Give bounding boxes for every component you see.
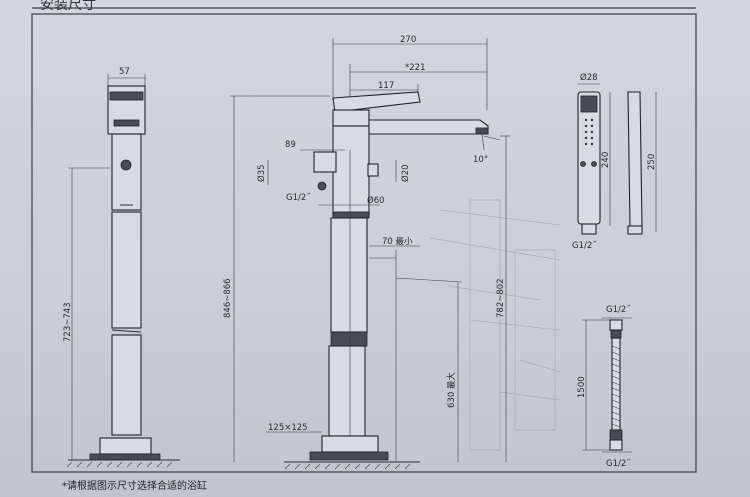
dim-723-743: 723~743 (63, 302, 73, 342)
section-title: 安装尺寸 (40, 0, 96, 13)
side-view-faucet: 57 723~743 (63, 67, 180, 468)
dim-240: 240 (601, 152, 611, 168)
dim-d35: Ø35 (256, 164, 267, 182)
dim-g12-hose-bot: G1/2˝ (606, 458, 631, 469)
dim-117: 117 (378, 81, 394, 91)
dim-630-max: 630 最大 (446, 372, 457, 408)
dim-g12-hose-top: G1/2˝ (606, 304, 631, 315)
shower-hose: G1/2˝ G1/2˝ 1500 (577, 304, 632, 469)
front-view-faucet: 270 *221 117 10° 89 Ø35 G1/2˝ Ø20 (223, 35, 510, 470)
dim-g12-mid: G1/2˝ (286, 192, 311, 203)
hand-shower-views: Ø28 G1/2˝ 240 250 (572, 72, 657, 251)
bathtub-note: *请根据图示尺寸选择合适的浴缸 (62, 481, 207, 492)
dim-70-min: 70 最小 (382, 236, 413, 247)
dim-1500: 1500 (577, 376, 587, 398)
dim-221: *221 (405, 63, 425, 73)
back-page-show-through (429, 199, 561, 451)
drawing-frame (31, 13, 697, 473)
dim-270: 270 (400, 35, 416, 45)
dim-250: 250 (647, 154, 657, 170)
dim-125x125: 125×125 (268, 423, 308, 433)
dim-d28: Ø28 (580, 72, 598, 83)
dim-10deg: 10° (473, 155, 488, 165)
dim-d20: Ø20 (400, 164, 411, 182)
dim-782-802: 782~802 (496, 278, 506, 318)
dim-89: 89 (285, 140, 296, 150)
dim-57: 57 (119, 67, 130, 77)
dim-d60: Ø60 (367, 195, 385, 206)
dim-g12-shower: G1/2˝ (572, 240, 597, 251)
dim-846-866: 846~866 (223, 278, 233, 318)
